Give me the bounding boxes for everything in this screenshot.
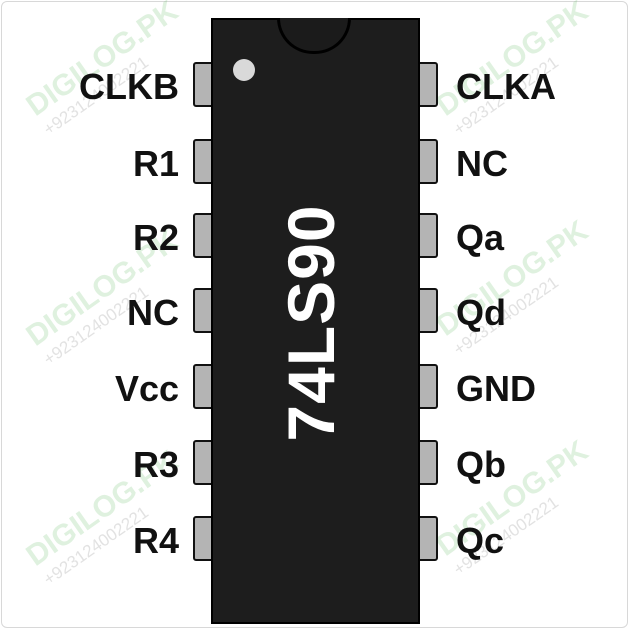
pin-label-right-2: NC xyxy=(456,143,508,184)
pin-label-left-4: NC xyxy=(127,292,179,333)
pin-label-left-1: CLKB xyxy=(79,66,179,107)
pin-lead-right-6 xyxy=(418,440,438,485)
pin-label-right-3: Qa xyxy=(456,217,505,258)
pin-label-right-7: Qc xyxy=(456,520,505,561)
pin-lead-left-7 xyxy=(193,516,213,561)
pin-label-right-4: Qd xyxy=(456,292,506,333)
pin-label-left-7: R4 xyxy=(132,520,179,561)
pin-lead-right-5 xyxy=(418,364,438,409)
pin-lead-right-2 xyxy=(418,139,438,184)
chip-part-number-text: 74LS90 xyxy=(274,204,348,442)
pin-label-right-5: GND xyxy=(456,368,536,409)
pin-lead-right-4 xyxy=(418,288,438,333)
pin-lead-left-1 xyxy=(193,62,213,107)
pin-label-left-2: R1 xyxy=(132,143,179,184)
pin-lead-right-7 xyxy=(418,516,438,561)
pin1-indicator-dot xyxy=(233,59,255,81)
pin-lead-left-6 xyxy=(193,440,213,485)
ic-chip-body xyxy=(211,18,420,624)
pin-label-right-6: Qb xyxy=(456,444,506,485)
pin-lead-right-1 xyxy=(418,62,438,107)
pin-lead-left-5 xyxy=(193,364,213,409)
pin-label-left-5: Vcc xyxy=(114,368,179,409)
pin-lead-left-3 xyxy=(193,213,213,258)
pin-lead-right-3 xyxy=(418,213,438,258)
pin-lead-left-4 xyxy=(193,288,213,333)
pin-label-left-3: R2 xyxy=(132,217,179,258)
pin-label-left-6: R3 xyxy=(132,444,179,485)
pin-label-right-1: CLKA xyxy=(456,66,556,107)
pin-lead-left-2 xyxy=(193,139,213,184)
